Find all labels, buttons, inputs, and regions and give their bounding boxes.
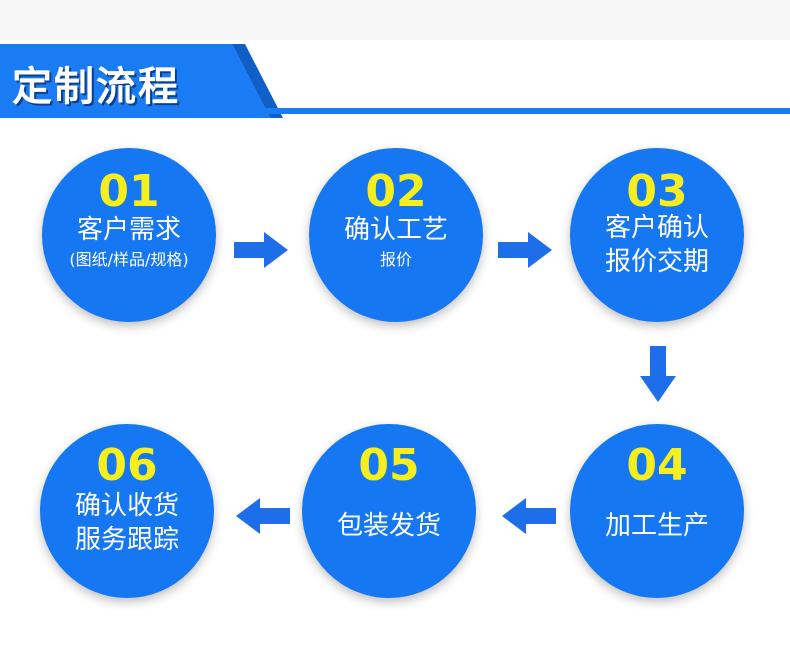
step-label: 客户确认 [604, 213, 709, 243]
step-label: 客户需求 [76, 215, 181, 245]
arrow-right-icon [498, 232, 552, 268]
step-number: 05 [358, 440, 420, 491]
step-sublabel: (图纸/样品/规格) [69, 250, 189, 269]
step-03: 03 客户确认 报价交期 [570, 148, 744, 322]
step-label-line2: 报价交期 [604, 247, 709, 277]
step-number: 02 [365, 166, 427, 217]
step-number: 01 [98, 166, 160, 217]
header-banner [0, 44, 790, 118]
arrow-right-icon [234, 232, 288, 268]
step-label: 确认工艺 [343, 215, 448, 245]
arrow-left-icon [236, 498, 290, 534]
step-label: 加工生产 [604, 511, 709, 541]
step-02: 02 确认工艺 报价 [309, 148, 483, 322]
step-label-line2: 服务跟踪 [74, 525, 179, 555]
step-number: 06 [96, 440, 158, 491]
step-sublabel: 报价 [379, 250, 412, 269]
step-05: 05 包装发货 [302, 424, 476, 598]
step-number: 04 [626, 440, 688, 491]
step-label: 包装发货 [336, 511, 441, 541]
arrow-left-icon [502, 498, 556, 534]
step-06: 06 确认收货 服务跟踪 [40, 424, 214, 598]
step-label: 确认收货 [74, 491, 179, 521]
top-strip [0, 0, 790, 40]
step-number: 03 [626, 166, 688, 217]
step-04: 04 加工生产 [570, 424, 744, 598]
page-title: 定制流程 [12, 64, 180, 110]
arrow-down-icon [640, 346, 676, 402]
step-01: 01 客户需求 (图纸/样品/规格) [42, 148, 216, 322]
